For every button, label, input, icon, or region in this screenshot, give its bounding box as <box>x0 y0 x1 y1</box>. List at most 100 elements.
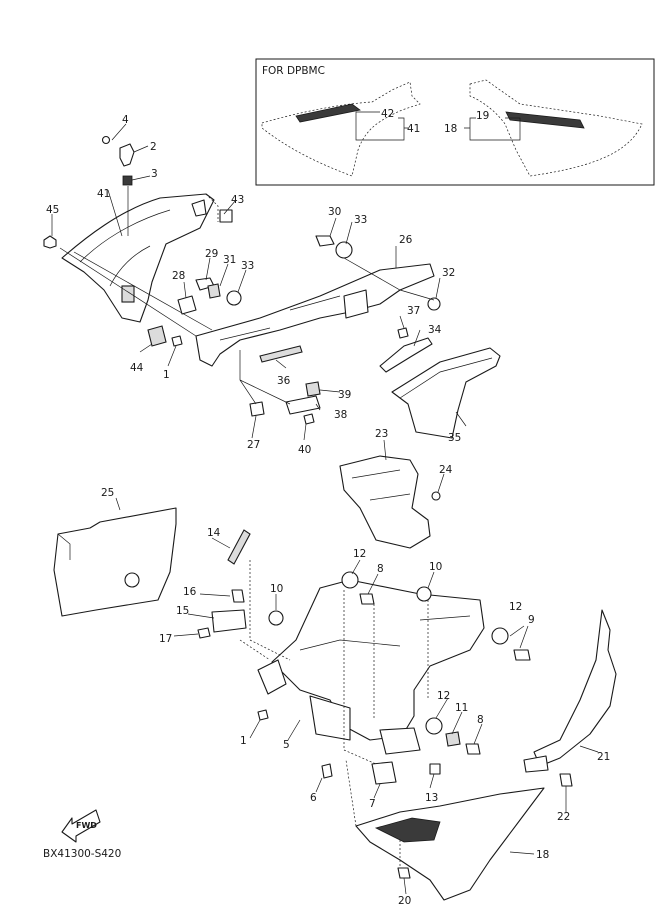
callout-1-lower: 1 <box>240 735 247 747</box>
side-cover-upper-left <box>61 193 215 323</box>
callout-38: 38 <box>334 409 347 421</box>
callout-labels: 4 2 3 41 45 43 44 1 30 33 26 32 37 34 35… <box>46 108 610 907</box>
callout-33-left: 33 <box>241 260 254 272</box>
bolt-22 <box>559 773 573 787</box>
callout-12-bottom: 12 <box>437 690 450 702</box>
grommet-12-top <box>341 571 359 589</box>
parts-2-3-4 <box>101 135 135 236</box>
cover-35 <box>391 347 501 439</box>
callout-14: 14 <box>207 527 221 539</box>
bracket-21-foot <box>523 755 549 773</box>
leader-lines <box>51 123 599 895</box>
callout-11: 11 <box>455 702 468 714</box>
bolt-13 <box>429 763 441 775</box>
frame-5-plate <box>379 727 421 755</box>
grommet-33-right <box>335 241 353 259</box>
callout-17: 17 <box>159 633 172 645</box>
callout-29: 29 <box>205 248 218 260</box>
cover-41-dashed <box>205 193 219 222</box>
callout-30: 30 <box>328 206 341 218</box>
screw-1-upper <box>171 335 183 347</box>
clip-7 <box>371 761 397 785</box>
nut-32 <box>427 297 441 311</box>
callout-12-top: 12 <box>353 548 366 560</box>
callout-10-right: 10 <box>429 561 442 573</box>
callout-44: 44 <box>130 362 144 374</box>
callout-5: 5 <box>283 739 290 751</box>
strip-36 <box>259 345 303 363</box>
callout-28: 28 <box>172 270 185 282</box>
callout-40: 40 <box>298 444 311 456</box>
callout-13: 13 <box>425 792 438 804</box>
callout-19: 19 <box>476 110 489 122</box>
cover-41-tab <box>121 285 135 303</box>
callout-2: 2 <box>150 141 157 153</box>
cover-35-edge <box>399 357 493 399</box>
frame-5-tab <box>257 659 287 695</box>
callout-24: 24 <box>439 464 453 476</box>
inset-right-graphic <box>505 111 585 129</box>
leader-33-32 <box>343 257 435 301</box>
seal-34 <box>379 337 433 373</box>
callout-33-right: 33 <box>354 214 367 226</box>
bracket-21 <box>533 609 617 767</box>
diagram-code: BX41300-S420 <box>43 848 121 860</box>
callout-32: 32 <box>442 267 455 279</box>
clip-43 <box>219 209 233 223</box>
damper-16 <box>231 589 245 603</box>
callout-41-inset: 41 <box>407 123 420 135</box>
callout-26: 26 <box>399 234 413 246</box>
frame-26-lines <box>219 295 341 341</box>
bolt-8-bottom <box>465 743 481 755</box>
callout-3: 3 <box>151 168 158 180</box>
callout-39: 39 <box>338 389 351 401</box>
callout-22: 22 <box>557 811 570 823</box>
bolt-8-top <box>359 593 375 605</box>
inset-left-bracket <box>355 111 408 141</box>
collar-10-right <box>416 586 432 602</box>
frame-bracket-5 <box>271 579 485 755</box>
pad-25-hole <box>124 572 140 588</box>
callout-42: 42 <box>381 108 394 120</box>
bracket-23 <box>339 455 431 549</box>
callout-43: 43 <box>231 194 244 206</box>
frame-5-body <box>271 579 485 741</box>
grommet-33-left <box>226 290 242 306</box>
strip-14 <box>227 529 251 565</box>
damper-3 <box>122 175 133 186</box>
bracket-23-edges <box>351 469 411 501</box>
pad-25-step <box>57 533 71 560</box>
inset-left-graphic <box>295 103 361 123</box>
callout-16: 16 <box>183 586 197 598</box>
screw-1-lower <box>257 709 269 721</box>
grommet-12-right <box>491 627 509 645</box>
pad-44 <box>147 325 167 347</box>
callout-34: 34 <box>428 324 442 336</box>
fwd-label: FWD <box>76 821 97 830</box>
callout-21: 21 <box>597 751 610 763</box>
bracket-2 <box>119 143 135 167</box>
nut-43-left <box>191 199 207 217</box>
callout-18: 18 <box>536 849 549 861</box>
callout-35: 35 <box>448 432 461 444</box>
bracket-15 <box>211 609 247 633</box>
collar-31 <box>207 283 221 299</box>
callout-18-inset: 18 <box>444 123 457 135</box>
nut-6 <box>321 763 333 779</box>
bolt-37 <box>397 327 409 339</box>
callout-25: 25 <box>101 487 114 499</box>
bolt-4 <box>101 135 111 145</box>
callout-12-right: 12 <box>509 601 522 613</box>
frame-5-panel <box>309 695 351 741</box>
callout-41: 41 <box>97 188 110 200</box>
frame-26-mount <box>343 289 369 319</box>
pad-25 <box>53 507 177 617</box>
callout-23: 23 <box>375 428 388 440</box>
callout-20: 20 <box>398 895 411 907</box>
bolt-9 <box>513 649 531 661</box>
bolt-30 <box>315 235 335 247</box>
fwd-arrow: FWD <box>61 809 101 843</box>
callout-7: 7 <box>369 798 376 810</box>
nut-24 <box>431 491 441 501</box>
